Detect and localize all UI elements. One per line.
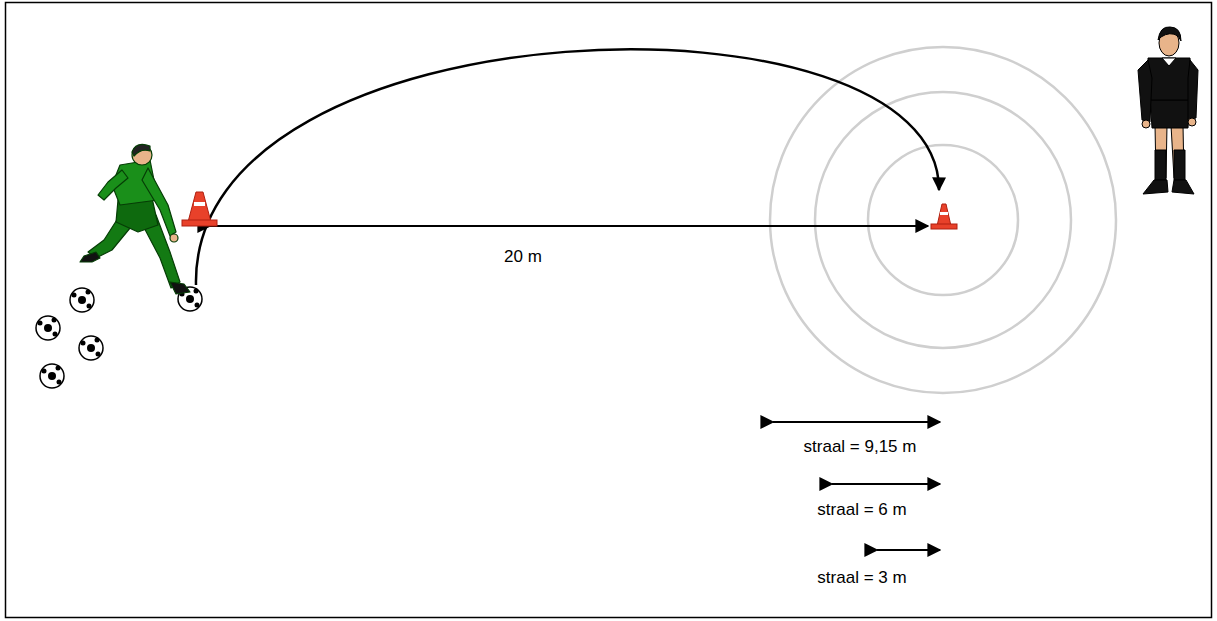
balls	[36, 287, 202, 388]
radius-label: straal = 9,15 m	[802, 437, 919, 457]
circle-6	[815, 92, 1071, 348]
frame	[6, 3, 1212, 618]
referee	[1138, 27, 1198, 194]
radius-arrow-6	[832, 483, 940, 485]
start-cone	[182, 192, 217, 226]
ball-trajectory	[196, 49, 939, 285]
target-circles	[770, 47, 1116, 393]
radius-arrows	[773, 422, 940, 550]
player	[80, 144, 190, 294]
radius-arrow-9-15	[773, 421, 940, 423]
target-cone	[931, 204, 957, 229]
distance-label: 20 m	[502, 247, 544, 267]
circle-3	[868, 145, 1018, 295]
circle-9-15	[770, 47, 1116, 393]
radius-arrow-3	[877, 549, 940, 551]
radius-label: straal = 3 m	[815, 568, 908, 588]
radius-label: straal = 6 m	[815, 500, 908, 520]
distance-arrow	[210, 225, 928, 227]
